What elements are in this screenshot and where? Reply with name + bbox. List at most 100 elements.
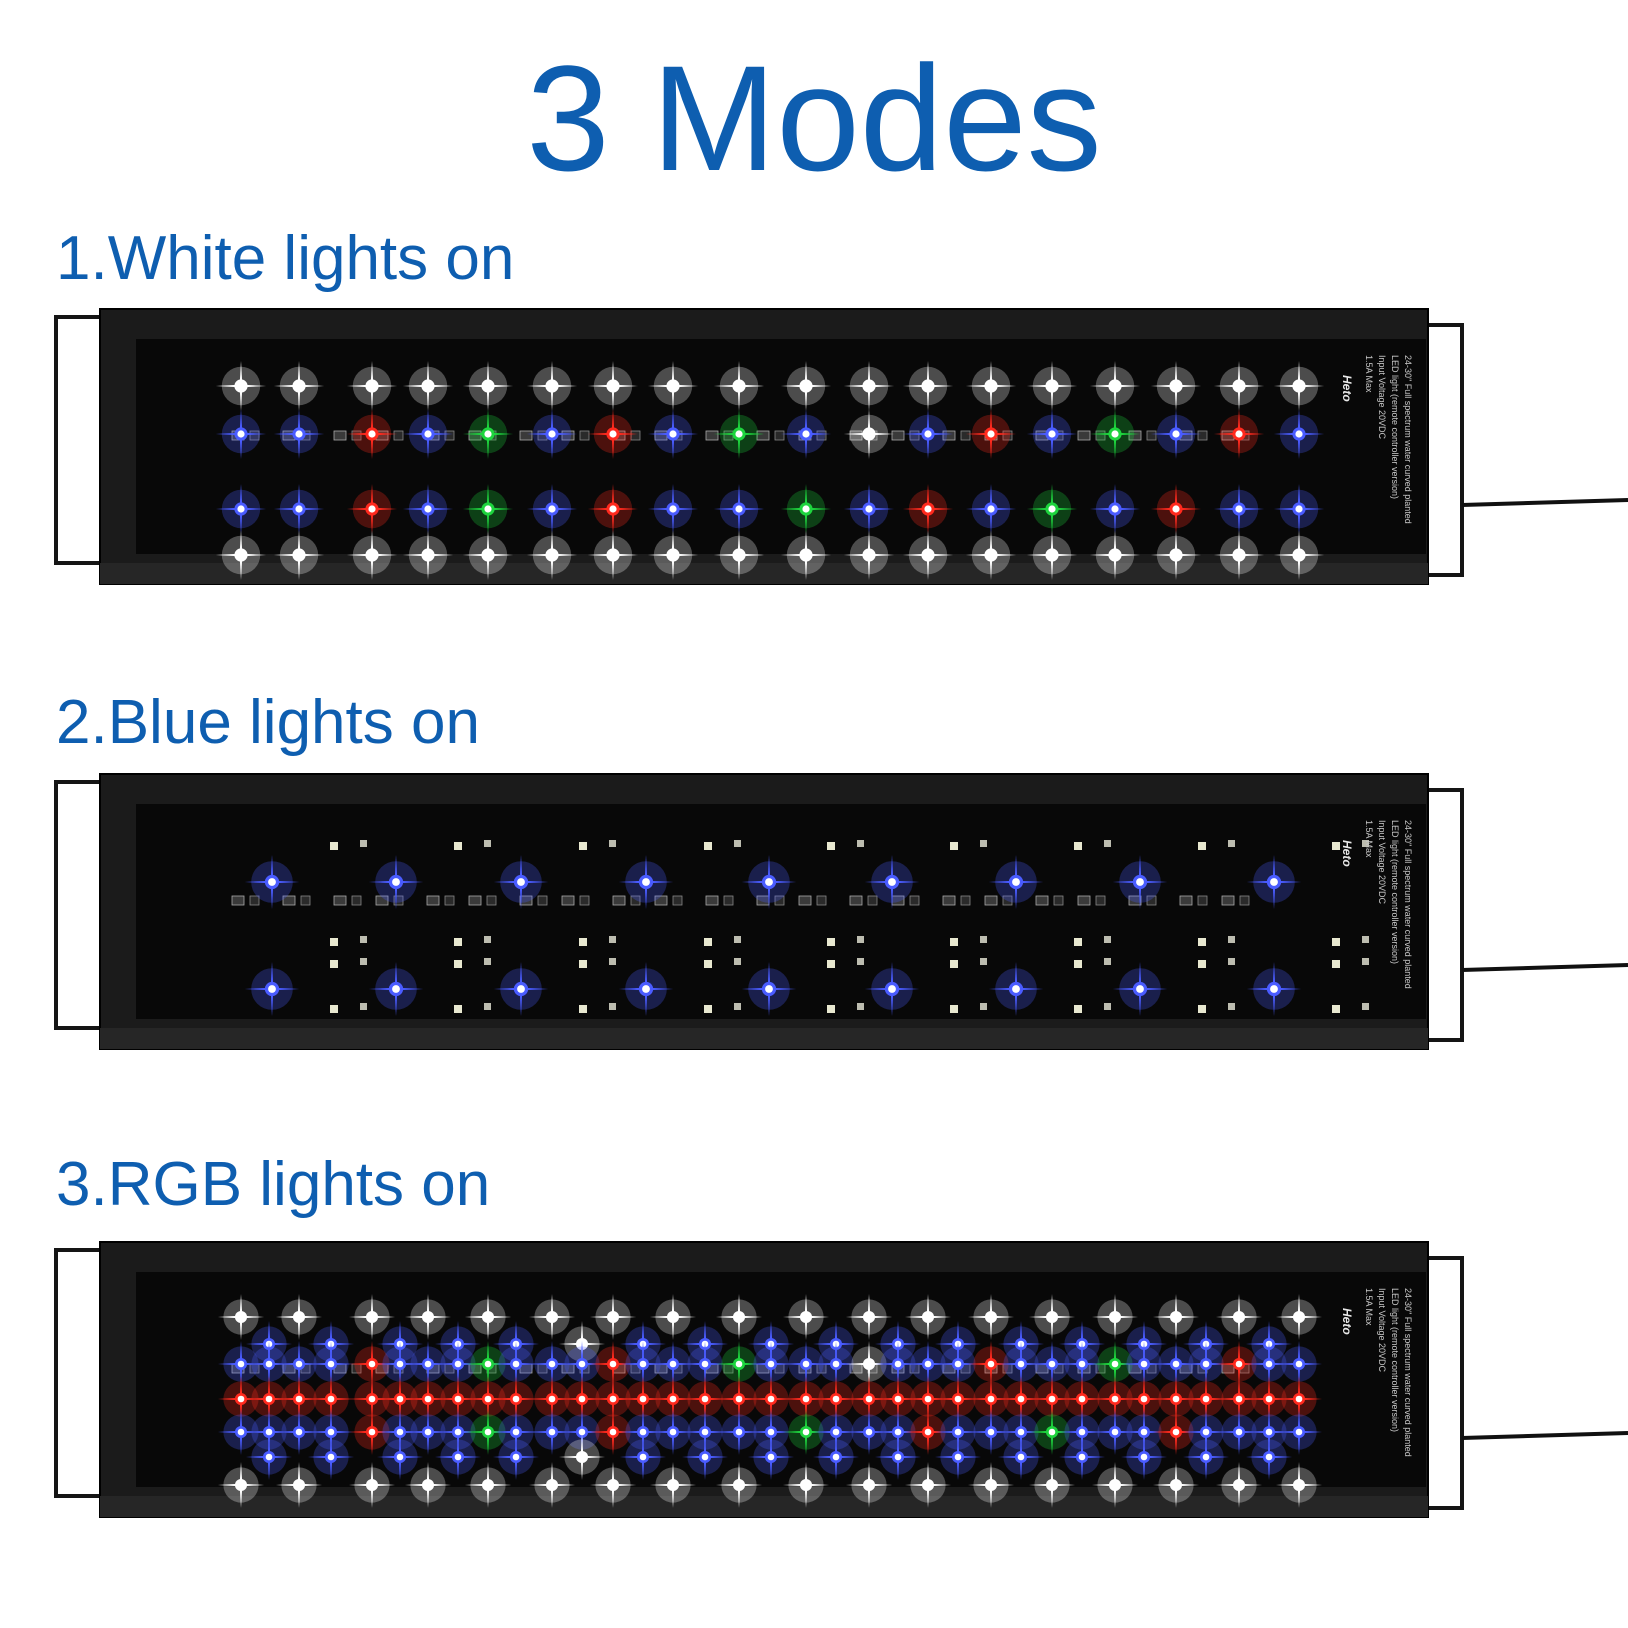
led-center <box>1048 430 1056 438</box>
smd-chip <box>1053 895 1064 906</box>
smd-chip <box>444 895 455 906</box>
fixture-edge <box>100 1496 1428 1517</box>
smd-chip <box>630 430 641 441</box>
led-center <box>424 1360 432 1368</box>
led-center <box>548 1395 556 1403</box>
smd-chip <box>849 430 863 441</box>
unlit-led <box>827 1005 835 1013</box>
led-center <box>609 1428 617 1436</box>
led-center <box>735 382 743 390</box>
unlit-led <box>609 936 616 943</box>
led-panel <box>136 339 1426 581</box>
unlit-led <box>950 960 958 968</box>
led-center <box>1172 1313 1180 1321</box>
led-center <box>1017 1453 1025 1461</box>
led-center <box>832 1360 840 1368</box>
led-center <box>639 1428 647 1436</box>
led-center <box>1235 430 1243 438</box>
led-center <box>767 1395 775 1403</box>
led-center <box>1202 1395 1210 1403</box>
smd-chip <box>333 895 347 906</box>
led-center <box>237 1313 245 1321</box>
led-center <box>368 1395 376 1403</box>
led-center <box>1012 985 1020 993</box>
led-center <box>987 1360 995 1368</box>
unlit-led <box>484 936 491 943</box>
unlit-led <box>857 936 864 943</box>
led-center <box>735 551 743 559</box>
smd-chip <box>1239 895 1250 906</box>
led-center <box>865 382 873 390</box>
led-center <box>735 1481 743 1489</box>
unlit-led <box>454 1005 462 1013</box>
led-center <box>237 1360 245 1368</box>
led-center <box>1172 551 1180 559</box>
spec-line: 1.5A Max <box>1364 355 1374 393</box>
fixture-drawing <box>54 308 1628 585</box>
led-center <box>924 1360 932 1368</box>
smd-chip <box>909 895 920 906</box>
led-center <box>512 1428 520 1436</box>
led-center <box>1295 382 1303 390</box>
smd-chip <box>960 430 971 441</box>
led-center <box>1111 1481 1119 1489</box>
led-center <box>368 1481 376 1489</box>
smd-chip <box>486 895 497 906</box>
led-center <box>1017 1360 1025 1368</box>
spec-line: Input Voltage 20VDC <box>1377 355 1387 440</box>
led-center <box>1111 505 1119 513</box>
fixture-edge <box>100 563 1428 584</box>
led-center <box>1235 505 1243 513</box>
led-center <box>1078 1453 1086 1461</box>
led-center <box>265 1428 273 1436</box>
led-center <box>424 382 432 390</box>
led-center <box>1295 551 1303 559</box>
smd-chip <box>774 895 785 906</box>
led-center <box>368 1313 376 1321</box>
spec-line: 24-30" Full spectrum water curved plante… <box>1403 820 1413 989</box>
led-center <box>368 505 376 513</box>
led-center <box>735 505 743 513</box>
unlit-led <box>704 938 712 946</box>
led-center <box>987 382 995 390</box>
unlit-led <box>1362 936 1369 943</box>
smd-chip <box>984 895 998 906</box>
led-center <box>1140 1395 1148 1403</box>
led-center <box>669 1395 677 1403</box>
led-board <box>136 804 1426 1019</box>
led-center <box>609 1481 617 1489</box>
spec-line: Input Voltage 20VDC <box>1377 1288 1387 1373</box>
led-center <box>548 1313 556 1321</box>
led-center <box>237 1428 245 1436</box>
smd-chip <box>909 430 920 441</box>
led-center <box>454 1395 462 1403</box>
smd-chip <box>519 430 533 441</box>
led-center <box>1111 551 1119 559</box>
spec-line: 1.5A Max <box>1364 1288 1374 1326</box>
led-center <box>924 1313 932 1321</box>
smd-chip <box>561 430 575 441</box>
led-center <box>1295 1395 1303 1403</box>
led-center <box>924 1395 932 1403</box>
led-center <box>1172 1428 1180 1436</box>
led-center <box>609 1313 617 1321</box>
led-center <box>954 1453 962 1461</box>
smd-chip <box>468 895 482 906</box>
unlit-led <box>1228 958 1235 965</box>
led-center <box>396 1360 404 1368</box>
led-center <box>424 505 432 513</box>
led-center <box>669 1313 677 1321</box>
led-center <box>767 1453 775 1461</box>
mode-label-white: 1.White lights on <box>56 224 515 293</box>
unlit-led <box>704 842 712 850</box>
led-center <box>578 1360 586 1368</box>
led-center <box>987 1395 995 1403</box>
led-center <box>578 1395 586 1403</box>
led-center <box>669 1428 677 1436</box>
led-center <box>802 1428 810 1436</box>
led-center <box>669 1481 677 1489</box>
power-cable <box>1461 498 1628 507</box>
led-center <box>1048 1313 1056 1321</box>
led-center <box>865 1428 873 1436</box>
unlit-led <box>980 936 987 943</box>
